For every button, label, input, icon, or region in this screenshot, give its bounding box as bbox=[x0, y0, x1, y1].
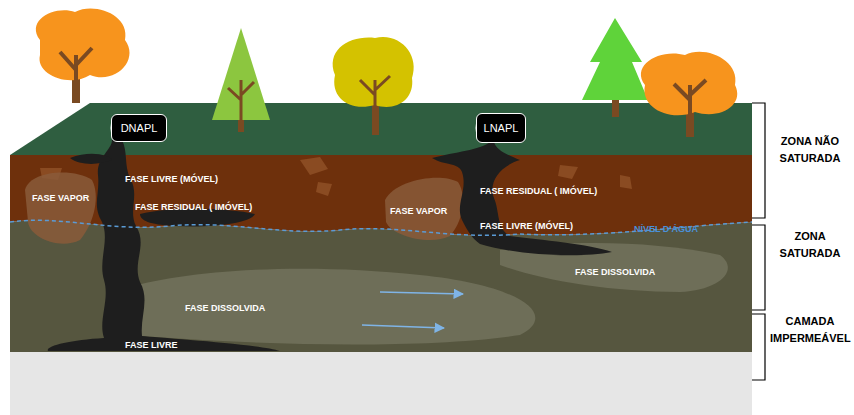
lnapl-plume bbox=[432, 142, 612, 255]
barrel-label: LNAPL bbox=[484, 122, 519, 134]
surface-spill bbox=[70, 154, 112, 164]
zone-bracket bbox=[752, 103, 765, 218]
phase-label: FASE VAPOR bbox=[390, 206, 447, 216]
zone-label: ZONA SATURADA bbox=[770, 228, 850, 261]
barrel-label: DNAPL bbox=[121, 122, 158, 134]
vapor-plume bbox=[25, 173, 96, 244]
phase-label: FASE RESIDUAL ( IMÓVEL) bbox=[480, 186, 597, 196]
tree bbox=[333, 37, 414, 135]
dnapl-plume bbox=[48, 140, 280, 351]
tree bbox=[36, 9, 130, 103]
zone-bracket bbox=[752, 314, 765, 380]
phase-label: FASE RESIDUAL ( IMÓVEL) bbox=[135, 202, 252, 212]
phase-label: FASE LIVRE (MÓVEL) bbox=[480, 221, 573, 231]
tree bbox=[212, 28, 270, 132]
tree bbox=[582, 18, 648, 117]
tree bbox=[641, 52, 737, 137]
water-table-line bbox=[10, 220, 752, 235]
flow-arrow bbox=[362, 325, 444, 328]
barrel: DNAPL bbox=[111, 114, 167, 142]
phase-label: FASE VAPOR bbox=[32, 193, 89, 203]
dissolved-plume bbox=[120, 269, 535, 345]
vapor-plume bbox=[385, 178, 463, 240]
zone-label: ZONA NÃO SATURADA bbox=[770, 133, 850, 166]
phase-label: FASE DISSOLVIDA bbox=[575, 267, 655, 277]
phase-label: NÍVEL D'ÁGUA bbox=[634, 224, 698, 234]
zone-bracket bbox=[752, 225, 765, 310]
phase-label: FASE DISSOLVIDA bbox=[185, 303, 265, 313]
impermeable-front bbox=[10, 352, 752, 415]
phase-label: FASE LIVRE (MÓVEL) bbox=[125, 174, 218, 184]
barrel: LNAPL bbox=[476, 113, 526, 143]
flow-arrow bbox=[380, 292, 463, 294]
zone-label: CAMADA IMPERMEÁVEL bbox=[770, 313, 850, 346]
phase-label: FASE LIVRE bbox=[125, 340, 178, 350]
